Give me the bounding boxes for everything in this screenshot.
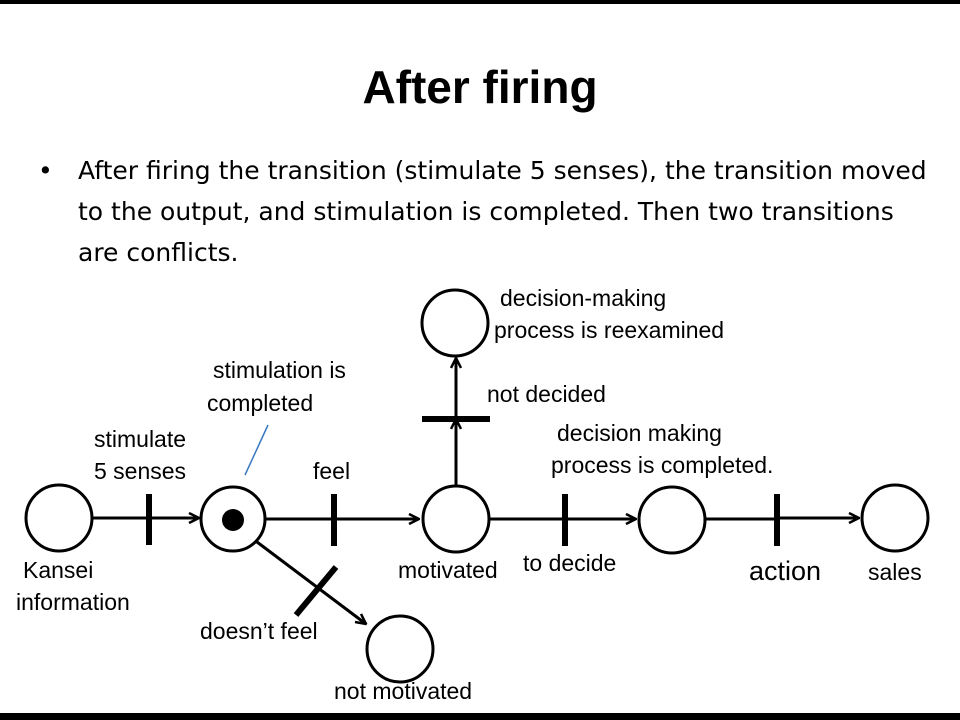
place-reexamined [420, 288, 490, 358]
label-decision-making: decision-making [500, 285, 666, 311]
arc-completed-to-doesnt-feel [256, 540, 366, 624]
bottom-border [0, 713, 960, 720]
label-kansei: Kansei [23, 557, 93, 583]
transition-doesnt-feel [293, 565, 339, 617]
label-not-motivated: not motivated [334, 678, 472, 704]
place-not-motivated [365, 614, 435, 684]
label-completed: completed [207, 390, 313, 416]
top-border [0, 0, 960, 4]
label-to-decide: to decide [523, 550, 616, 576]
slide-title: After firing [362, 61, 598, 113]
place-sales [860, 483, 930, 553]
label-five-senses: 5 senses [94, 458, 186, 484]
label-not-decided: not decided [487, 381, 606, 407]
label-process-completed: process is completed. [551, 452, 773, 478]
label-stimulate: stimulate [94, 426, 186, 452]
label-stimulation-is: stimulation is [213, 357, 346, 383]
place-kansei-information [24, 483, 94, 553]
bullet-symbol: • [38, 156, 53, 185]
label-information: information [16, 589, 130, 615]
label-decision-making-2: decision making [557, 420, 722, 446]
label-sales: sales [868, 559, 922, 585]
place-decision-completed [637, 485, 707, 555]
label-doesnt-feel: doesn’t feel [200, 618, 318, 644]
token [222, 509, 244, 531]
label-feel: feel [313, 458, 350, 484]
bullet-text: After firing the transition (stimulate 5… [78, 156, 927, 267]
label-motivated: motivated [398, 557, 498, 583]
place-motivated [421, 484, 491, 554]
callout-line [244, 424, 269, 476]
label-process-reexamined: process is reexamined [494, 317, 724, 343]
label-action: action [749, 556, 821, 586]
